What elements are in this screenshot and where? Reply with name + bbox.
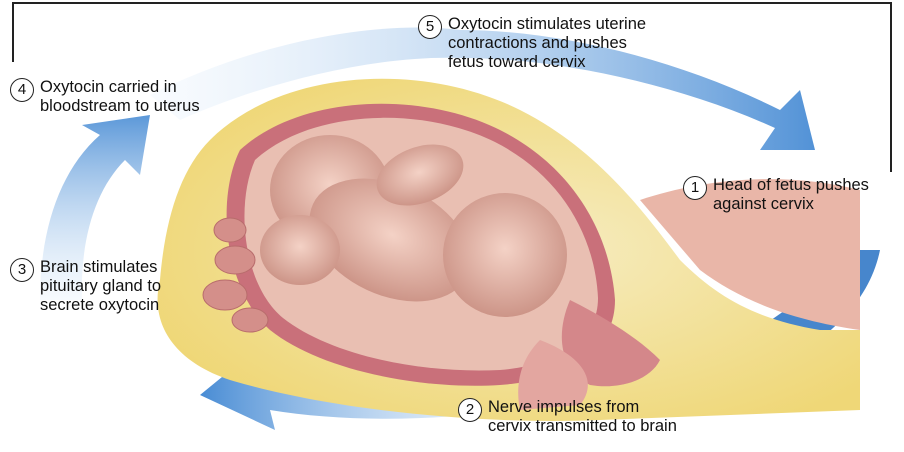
step-2-text: Nerve impulses from cervix transmitted t… xyxy=(488,398,677,436)
fetus-head xyxy=(443,193,567,317)
step-4: 4 Oxytocin carried in bloodstream to ute… xyxy=(10,78,200,116)
fetus-leg xyxy=(260,215,340,285)
step-1-number: 1 xyxy=(683,176,707,200)
step-1-text: Head of fetus pushes against cervix xyxy=(713,176,869,214)
step-3: 3 Brain stimulates pituitary gland to se… xyxy=(10,258,161,315)
step-5-number: 5 xyxy=(418,15,442,39)
step-3-number: 3 xyxy=(10,258,34,282)
step-1: 1 Head of fetus pushes against cervix xyxy=(683,176,869,214)
step-5-text: Oxytocin stimulates uterine contractions… xyxy=(448,15,646,72)
step-4-number: 4 xyxy=(10,78,34,102)
step-2-number: 2 xyxy=(458,398,482,422)
step-4-text: Oxytocin carried in bloodstream to uteru… xyxy=(40,78,200,116)
step-2: 2 Nerve impulses from cervix transmitted… xyxy=(458,398,677,436)
step-3-text: Brain stimulates pituitary gland to secr… xyxy=(40,258,161,315)
step-5: 5 Oxytocin stimulates uterine contractio… xyxy=(418,15,646,72)
